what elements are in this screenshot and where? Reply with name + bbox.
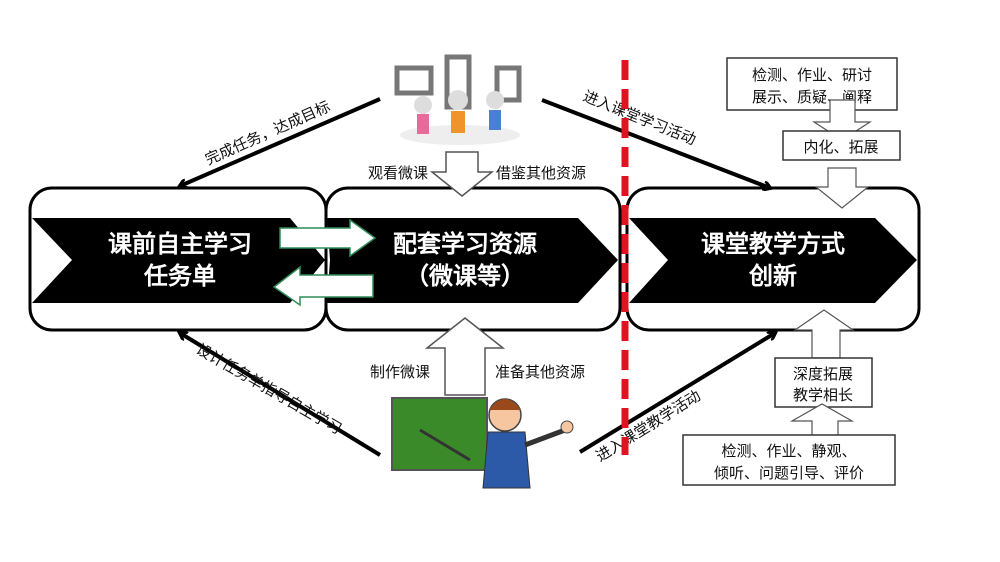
internalize-label: 内化、拓展 (803, 138, 878, 156)
label-watch-microlesson: 观看微课 (368, 164, 428, 182)
arrow-left-green-icon (272, 265, 374, 307)
up-arrow-small-icon (789, 403, 855, 437)
up-arrow-icon (424, 317, 506, 396)
label-borrow-resources: 借鉴其他资源 (496, 164, 586, 182)
activity-bottom-line1: 检测、作业、静观、 (721, 442, 856, 460)
students-illustration-icon (394, 54, 522, 145)
stage-3-subtitle: 创新 (748, 262, 797, 290)
arrow-right-green-icon (279, 218, 377, 258)
arrow-design-task (180, 333, 382, 457)
down-arrow-icon (429, 151, 495, 197)
stage-1-title: 课前自主学习 (108, 230, 252, 258)
chevron-band-2 (327, 218, 618, 303)
chevron-band-1 (32, 218, 325, 303)
deep-expansion-line1: 深度拓展 (793, 365, 853, 383)
label-design-task: 设计任务单指导自主学习 (193, 340, 345, 438)
arrow-enter-teaching (578, 333, 775, 454)
stage-2-title: 配套学习资源 (393, 230, 537, 258)
arrow-complete-task (180, 97, 381, 186)
deep-expansion-box (774, 357, 873, 408)
up-arrow-to-stage-icon (793, 309, 855, 359)
stage-1-subtitle: 任务单 (143, 262, 216, 290)
activity-top-line1: 检测、作业、研讨 (752, 66, 872, 84)
activity-box-top (726, 57, 898, 111)
chevron-band-3 (629, 218, 917, 303)
stage-3-title: 课堂教学方式 (701, 230, 845, 258)
deep-expansion-line2: 教学相长 (793, 386, 853, 404)
activity-bottom-line2: 倾听、问题引导、评价 (714, 464, 864, 482)
activity-box-bottom (682, 434, 896, 486)
stage-2-subtitle: （微课等） (405, 262, 525, 290)
down-arrow-to-stage-icon (814, 167, 870, 209)
arrow-enter-learning (541, 98, 770, 188)
label-complete-task: 完成任务，达成目标 (202, 97, 333, 168)
label-prepare-resources: 准备其他资源 (495, 363, 585, 381)
label-make-microlesson: 制作微课 (370, 363, 430, 381)
internalize-box (782, 130, 901, 161)
teacher-illustration-icon (391, 397, 574, 489)
